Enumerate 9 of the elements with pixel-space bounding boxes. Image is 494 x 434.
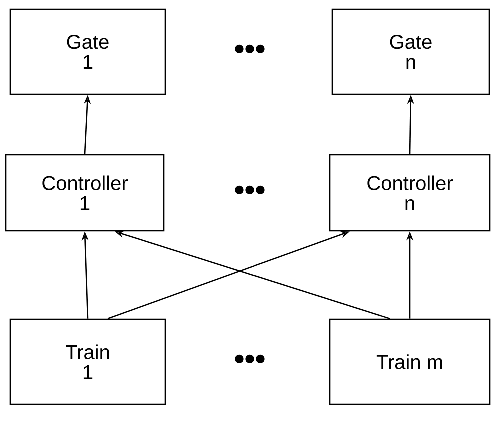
- ellipsis-dots: •••: [235, 186, 265, 194]
- process-box: Controller n: [329, 154, 491, 232]
- process-box: Gate n: [332, 8, 490, 96]
- process-box: Controller 1: [5, 154, 165, 232]
- ellipsis-dots: •••: [235, 354, 265, 364]
- process-box: Train 1: [10, 318, 166, 406]
- ellipsis-dots: •••: [235, 44, 265, 54]
- process-box: Gate 1: [10, 8, 166, 96]
- process-box: Train m: [329, 318, 491, 406]
